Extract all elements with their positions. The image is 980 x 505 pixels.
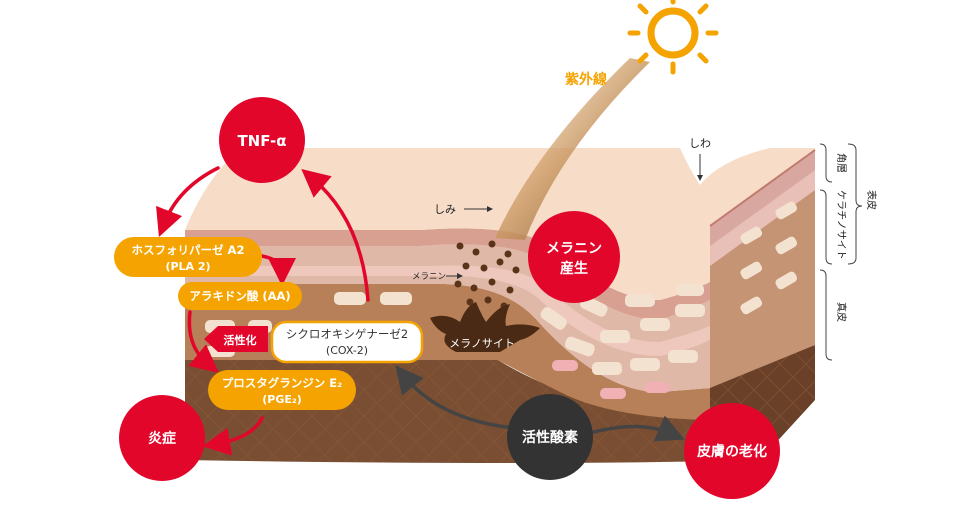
- uv-label: 紫外線: [565, 71, 607, 88]
- dermis-label: 真皮: [835, 302, 848, 322]
- svg-text:ホスフォリパーゼ A2: ホスフォリパーゼ A2: [132, 243, 245, 257]
- svg-text:炎症: 炎症: [148, 430, 176, 447]
- svg-text:メラニン: メラニン: [546, 241, 602, 257]
- svg-text:(COX-2): (COX-2): [326, 344, 368, 357]
- melanin-label: メラニン: [412, 272, 446, 282]
- svg-text:産生: 産生: [560, 260, 588, 277]
- uv-beam: [495, 58, 650, 240]
- pge2-node: プロスタグランジン E₂ (PGE₂): [208, 370, 356, 410]
- cox2-node: シクロオキシゲナーゼ2 (COX-2): [270, 320, 424, 364]
- svg-text:プロスタグランジン E₂: プロスタグランジン E₂: [222, 376, 342, 390]
- arrow-pla2-to-aa: [260, 254, 296, 286]
- inflammation-node: 炎症: [119, 395, 205, 481]
- epidermis-label: 表皮: [865, 190, 878, 210]
- arrow-aa-to-pge: [187, 310, 219, 373]
- stratum-corneum-label: 角層: [835, 153, 847, 173]
- melanocyte-label: メラノサイト: [449, 337, 515, 350]
- svg-text:シクロオキシゲナーゼ2: シクロオキシゲナーゼ2: [286, 327, 408, 341]
- arrow-cox-to-tnf: [301, 168, 370, 302]
- arrow-ros-to-aging: [592, 415, 685, 442]
- wrinkle-label: しわ: [689, 137, 711, 150]
- spinous-layer: [185, 244, 710, 392]
- stratum-corneum: [185, 148, 815, 300]
- basal-layer: [185, 284, 710, 420]
- aa-node: アラキドン酸 (AA): [178, 282, 302, 310]
- svg-text:アラキドン酸 (AA): アラキドン酸 (AA): [189, 289, 290, 303]
- svg-text:皮膚の老化: 皮膚の老化: [696, 443, 767, 460]
- melanin-granules: [454, 240, 520, 310]
- melanin-production-node: メラニン 産生: [528, 211, 620, 303]
- svg-text:TNF-α: TNF-α: [237, 132, 286, 150]
- ros-node: 活性酸素: [507, 394, 593, 480]
- arrow-ros-to-cox: [395, 365, 516, 430]
- svg-text:活性化: 活性化: [224, 333, 257, 347]
- spot-label: しみ: [434, 203, 456, 216]
- svg-text:活性酸素: 活性酸素: [522, 429, 578, 446]
- skin-aging-node: 皮膚の老化: [684, 403, 780, 499]
- pla2-node: ホスフォリパーゼ A2 (PLA 2): [114, 237, 262, 277]
- svg-text:(PLA 2): (PLA 2): [165, 260, 210, 273]
- melanocyte-cell: [430, 302, 540, 352]
- layer-braces: [819, 143, 863, 361]
- svg-text:(PGE₂): (PGE₂): [262, 393, 301, 406]
- keratinocyte-label: ケラチノサイト: [835, 190, 847, 260]
- activation-badge: 活性化: [204, 326, 268, 352]
- arrow-tnf-to-pla2: [156, 166, 220, 238]
- arrow-pge-to-inflammation: [202, 416, 264, 456]
- tnf-node: TNF-α: [219, 97, 305, 183]
- sun-icon: [627, 0, 719, 75]
